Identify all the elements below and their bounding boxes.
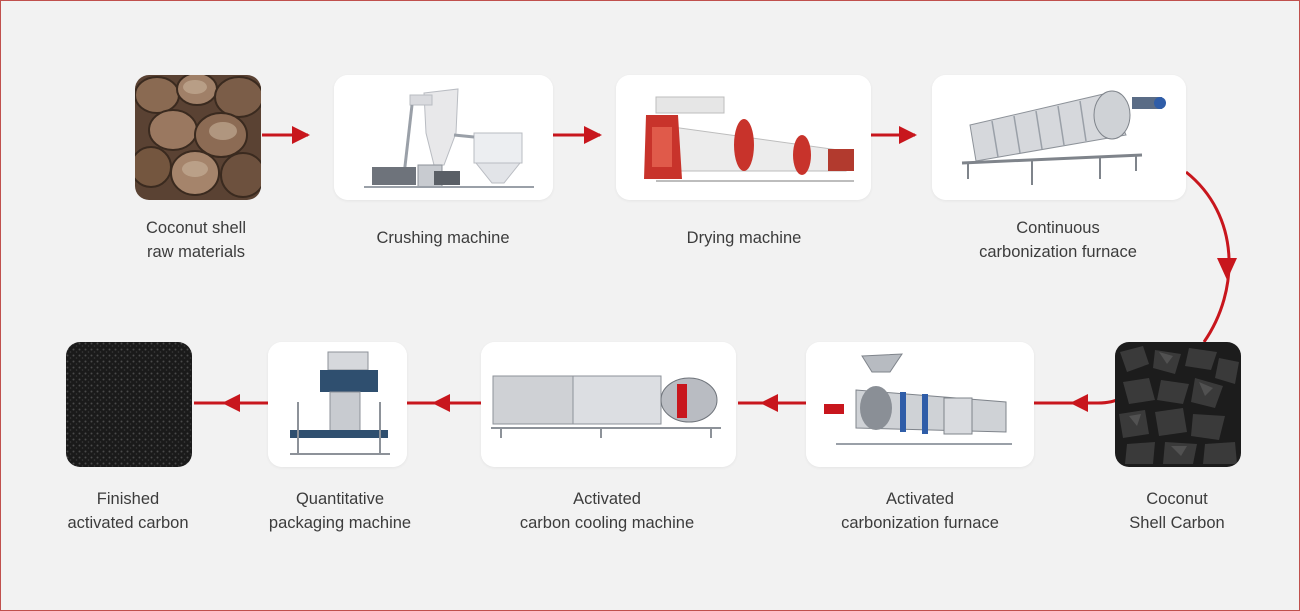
activation-furnace-illustration: [806, 342, 1034, 467]
step-label-continuous-furnace: Continuous carbonization furnace: [979, 216, 1137, 264]
arrow-4-curve: [1186, 172, 1237, 342]
packaging-machine-illustration: [268, 342, 407, 467]
step-label-finished-carbon: Finished activated carbon: [67, 487, 188, 535]
shell-carbon-photo: [1115, 342, 1241, 467]
step-label-packaging: Quantitative packaging machine: [269, 487, 411, 535]
step-label-raw-materials: Coconut shell raw materials: [146, 216, 246, 264]
step-label-shell-carbon: Coconut Shell Carbon: [1129, 487, 1224, 535]
arrow-5: [1034, 394, 1120, 412]
arrow-6: [738, 394, 806, 412]
arrow-8: [194, 394, 268, 412]
arrow-3: [871, 126, 917, 144]
step-label-activation-furnace: Activated carbonization furnace: [841, 487, 999, 535]
step-label-crushing: Crushing machine: [377, 226, 510, 250]
drying-machine-illustration: [616, 75, 871, 200]
arrow-7: [407, 394, 481, 412]
crushing-machine-illustration: [334, 75, 553, 200]
activated-carbon-photo: [66, 342, 192, 467]
carbonization-furnace-illustration: [932, 75, 1186, 200]
step-label-cooling: Activated carbon cooling machine: [520, 487, 694, 535]
cooling-machine-illustration: [481, 342, 736, 467]
arrow-1: [262, 126, 310, 144]
arrow-2: [553, 126, 602, 144]
coconut-shell-photo: [135, 75, 261, 200]
step-label-drying: Drying machine: [687, 226, 802, 250]
